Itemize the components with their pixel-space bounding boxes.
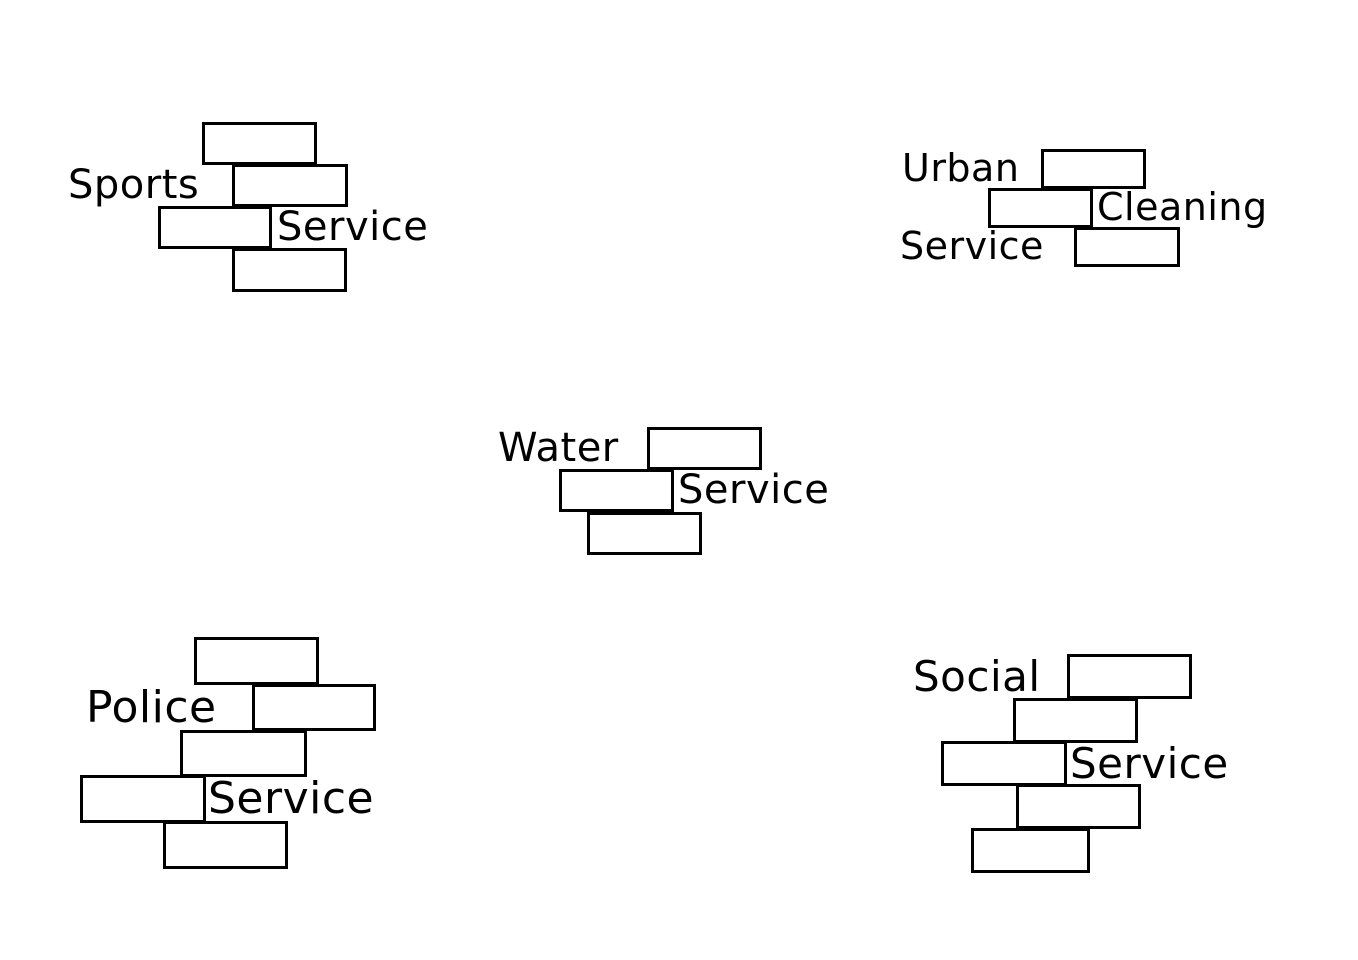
brick [559,469,674,512]
brick [80,775,206,823]
brick [1013,698,1138,743]
brick [1041,149,1146,189]
logo-word: Urban [902,146,1020,190]
brick [252,684,376,731]
brick [158,206,272,249]
brick [194,637,319,685]
logo-word: Service [900,224,1044,268]
brick [163,821,288,869]
brick [232,248,347,292]
brick [180,730,307,777]
logo-word: Sports [68,162,200,208]
logo-word: Service [678,467,830,513]
logo-word: Cleaning [1097,185,1268,229]
brick [232,164,348,207]
brick [1016,784,1141,829]
brick [988,188,1093,228]
logo-word: Service [1070,739,1229,788]
brick [941,741,1067,786]
logo-word: Water [498,425,619,471]
logo-word: Social [913,652,1041,701]
brick [202,122,317,165]
brick [587,512,702,555]
brick [1067,654,1192,699]
logo-word: Police [86,682,217,733]
brick [971,828,1090,873]
logo-word: Service [208,773,375,824]
brick [1074,227,1180,267]
brick [647,427,762,470]
logo-word: Service [277,204,429,250]
